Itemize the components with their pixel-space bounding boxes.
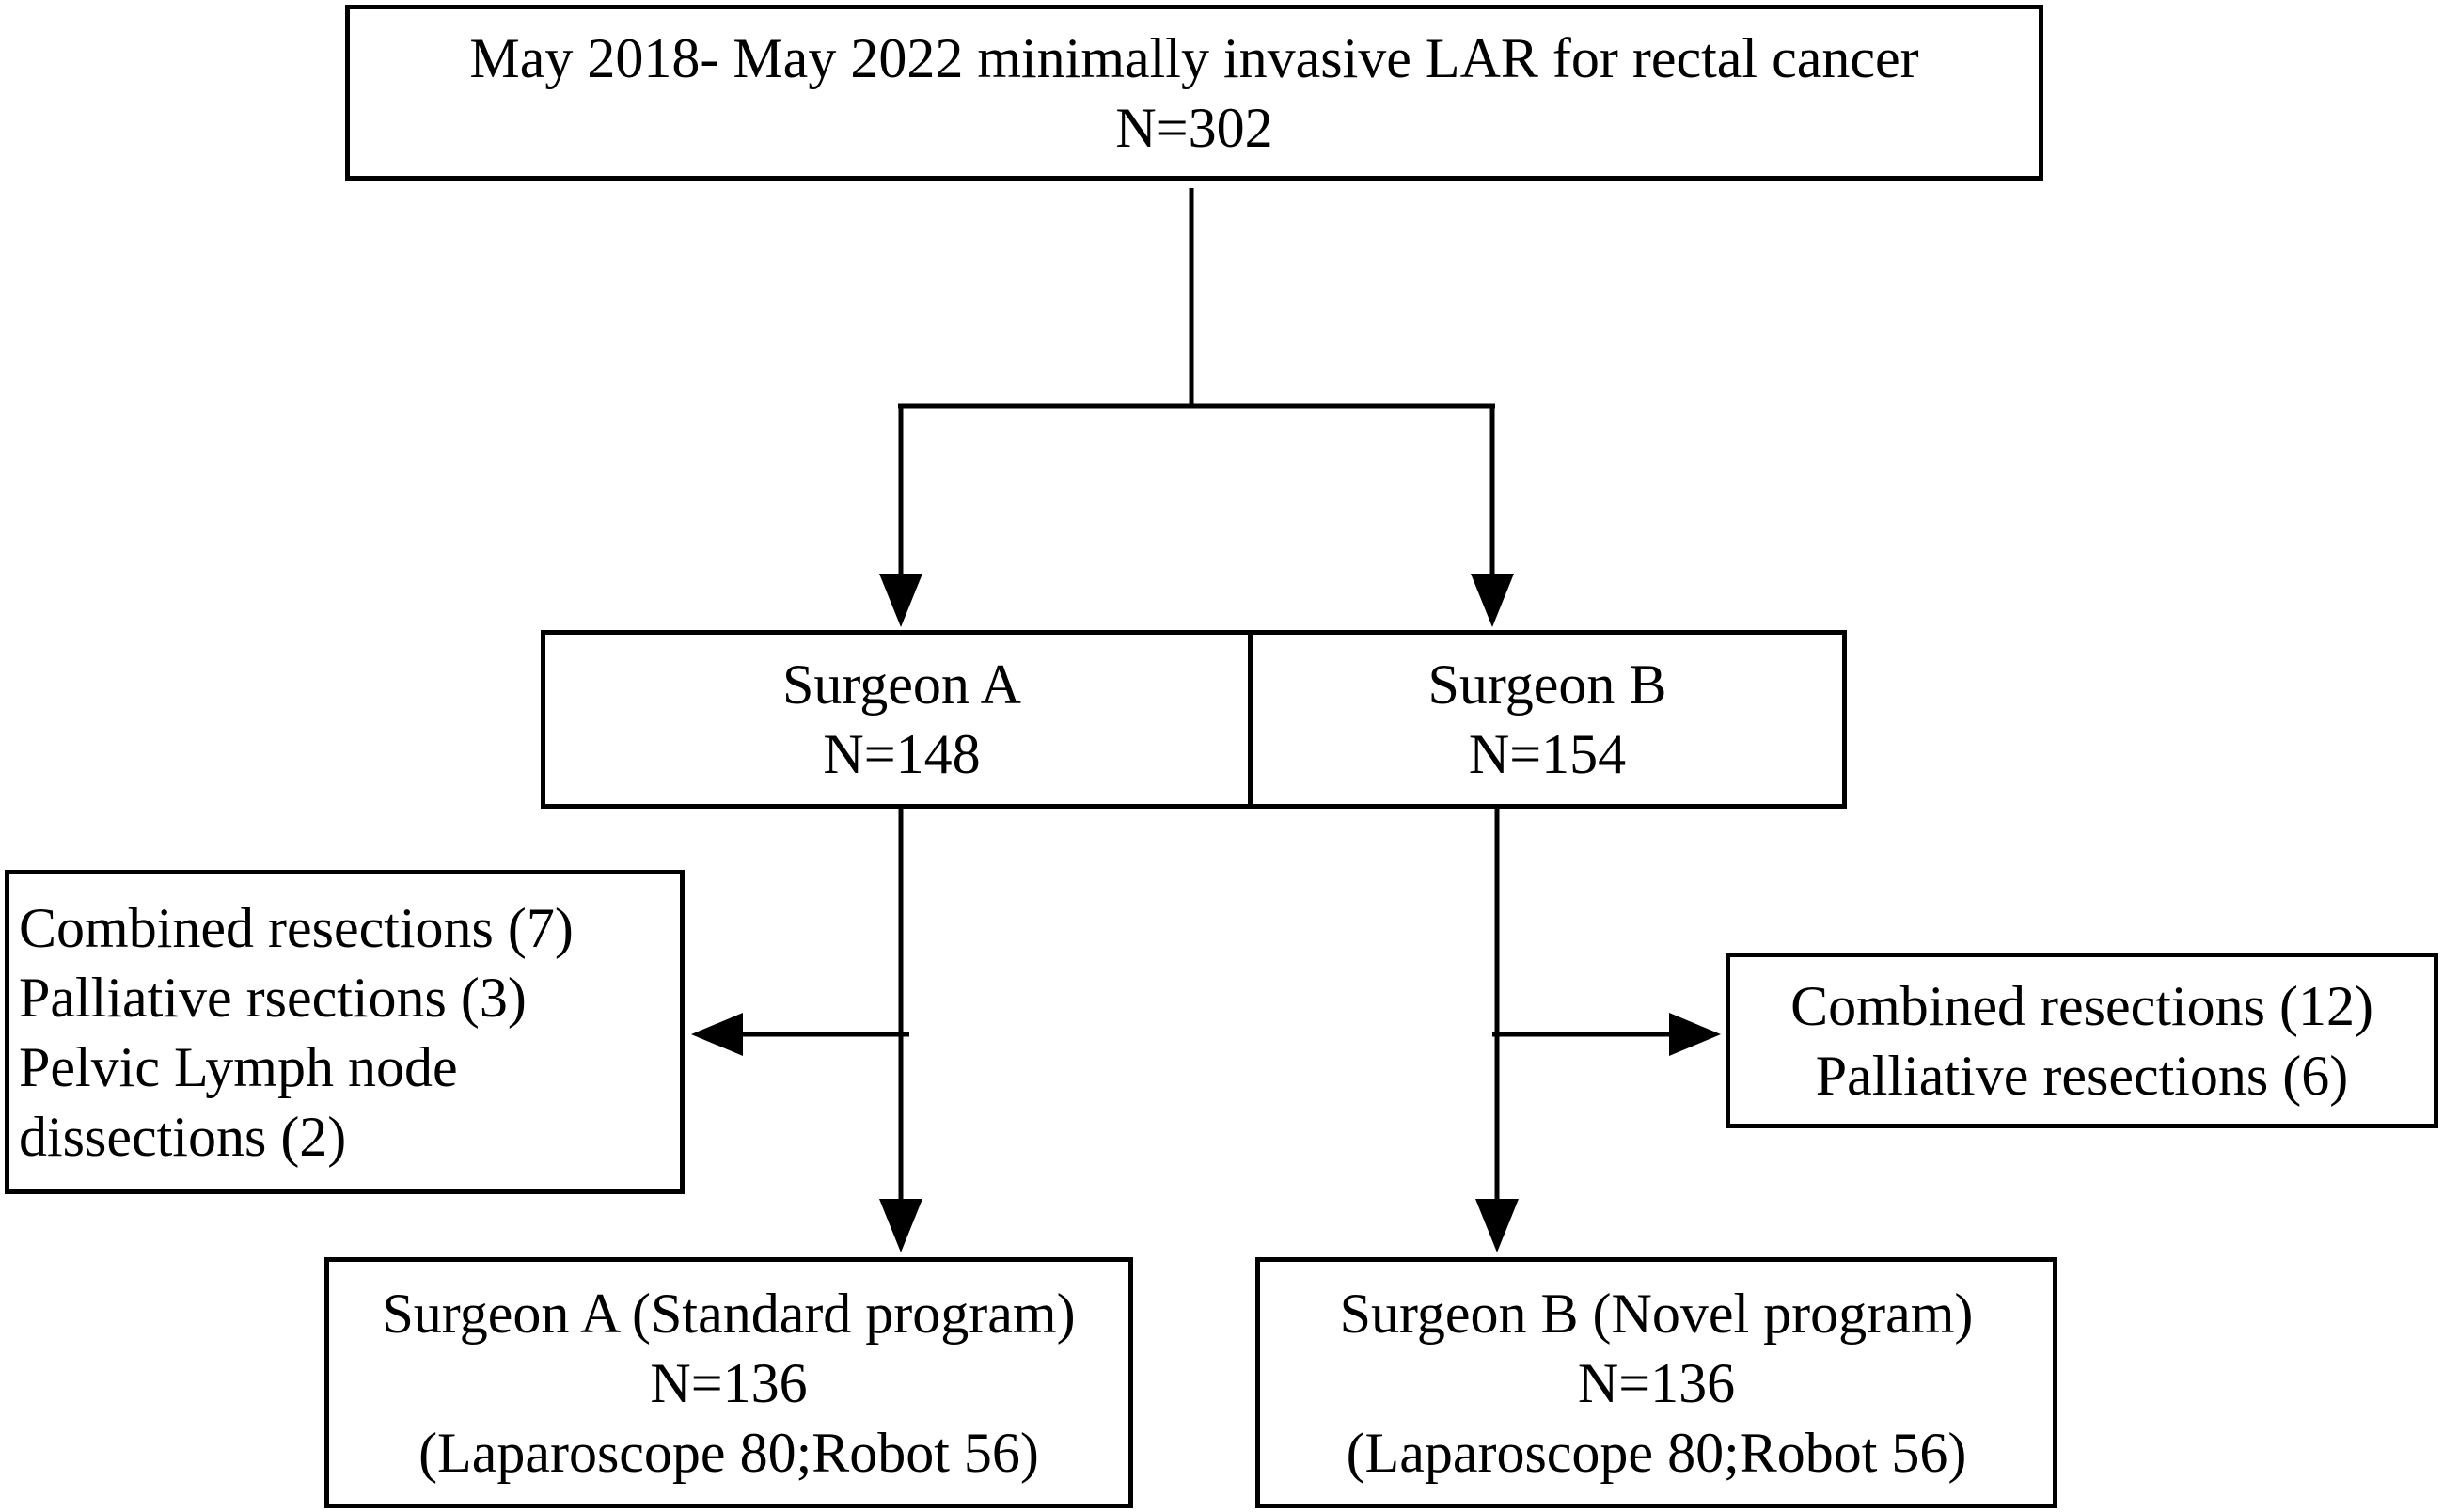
exclusion-a-box: Combined resections (7) Palliative rsect…	[5, 870, 685, 1194]
final-b-count: N=136	[1577, 1351, 1736, 1414]
exclusion-a-combined: Combined resections (7)	[19, 896, 574, 959]
final-b-label: Surgeon B (Novel program)	[1339, 1282, 1974, 1345]
final-a-box: Surgeon A (Standard program) N=136 (Lapa…	[324, 1257, 1133, 1508]
arrowhead-to-surgeon-a	[879, 574, 922, 627]
exclusion-b-palliative: Palliative resections (6)	[1815, 1044, 2349, 1107]
surgeon-a-label: Surgeon A	[782, 654, 1021, 716]
top-box-count: N=302	[1115, 96, 1273, 159]
surgeon-a-box: Surgeon A N=148	[541, 630, 1263, 809]
surgeon-b-count: N=154	[1468, 723, 1627, 785]
exclusion-b-combined: Combined resections (12)	[1790, 974, 2373, 1037]
final-b-box: Surgeon B (Novel program) N=136 (Laparos…	[1255, 1257, 2057, 1508]
final-b-breakdown: (Laparoscope 80;Robot 56)	[1346, 1421, 1967, 1484]
arrowhead-to-exclusion-b	[1669, 1013, 1721, 1056]
top-box-title: May 2018- May 2022 minimally invasive LA…	[469, 26, 1919, 89]
surgeon-b-box: Surgeon B N=154	[1248, 630, 1847, 809]
exclusion-a-palliative: Palliative rsections (3)	[19, 966, 527, 1029]
arrowhead-to-surgeon-b	[1471, 574, 1514, 627]
final-a-label: Surgeon A (Standard program)	[382, 1282, 1076, 1345]
final-a-count: N=136	[650, 1351, 808, 1414]
surgeon-a-count: N=148	[823, 723, 981, 785]
arrowhead-to-final-b	[1475, 1199, 1519, 1252]
final-a-breakdown: (Laparoscope 80;Robot 56)	[418, 1421, 1039, 1484]
top-box: May 2018- May 2022 minimally invasive LA…	[345, 5, 2043, 181]
arrowhead-to-exclusion-a	[691, 1013, 743, 1056]
surgeon-b-label: Surgeon B	[1427, 654, 1667, 716]
exclusion-b-box: Combined resections (12) Palliative rese…	[1726, 953, 2438, 1128]
exclusion-a-pelvic: Pelvic Lymph node	[19, 1035, 458, 1098]
exclusion-a-dissections: dissections (2)	[19, 1105, 347, 1168]
arrowhead-to-final-a	[879, 1199, 922, 1252]
